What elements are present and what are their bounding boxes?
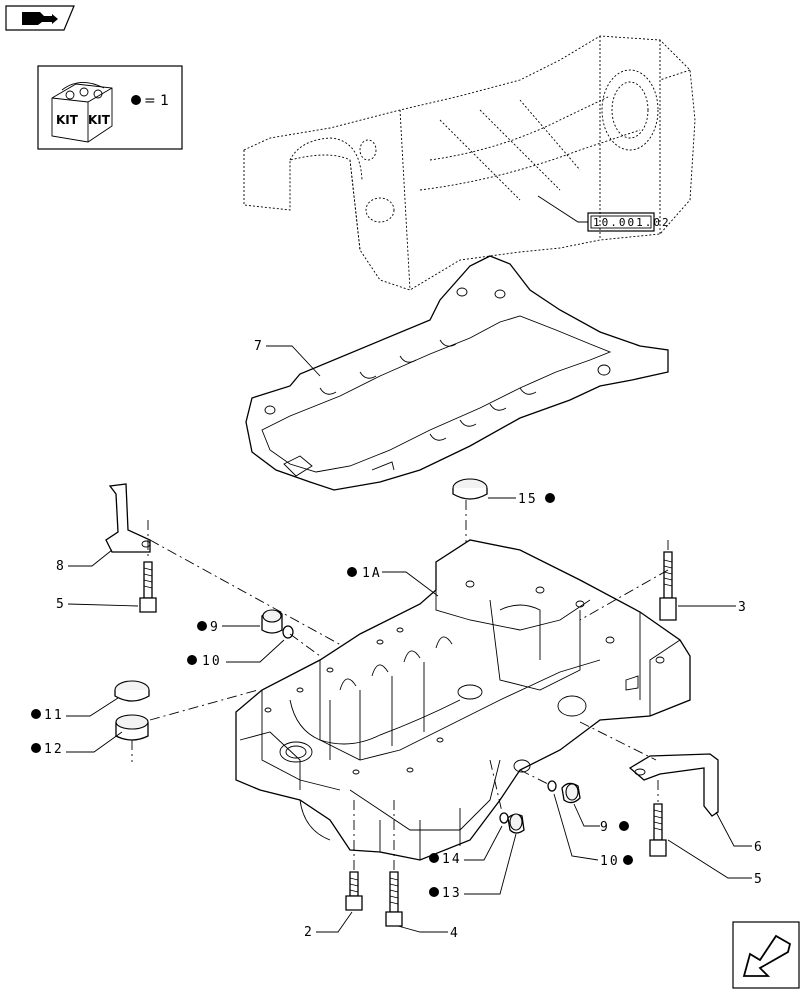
book-arrow-icon — [22, 12, 58, 25]
kit-box-icon: KIT KIT — [51, 82, 113, 143]
bolt-part-5-right — [649, 803, 667, 857]
bracket-part-8 — [105, 483, 151, 553]
kit-bullet-icon — [131, 95, 141, 105]
oil-pan-part-1A — [235, 539, 691, 861]
callout-7: 7 — [254, 339, 321, 377]
callout-10-right-label: 10 — [600, 854, 620, 869]
callout-9-right-label: 9 — [600, 820, 610, 835]
callout-7-label: 7 — [254, 339, 264, 354]
gasket-part-7 — [245, 255, 669, 491]
callout-9-left: 9 — [197, 620, 260, 635]
callout-2: 2 — [304, 911, 353, 940]
kit-label-1: KIT — [56, 113, 79, 127]
callout-14: 14 — [429, 825, 503, 867]
callout-14-label: 14 — [442, 852, 462, 867]
kit-legend: KIT KIT = 1 — [37, 65, 183, 150]
bolt-part-5-left — [139, 561, 157, 613]
callout-13-label: 13 — [442, 886, 462, 901]
callout-5-left: 5 — [56, 597, 139, 612]
callout-1A-label: 1A — [362, 566, 382, 581]
callout-3: 3 — [678, 600, 748, 615]
back-nav-tab[interactable] — [5, 5, 75, 31]
callout-5-right-label: 5 — [754, 872, 764, 887]
callout-5-right: 5 — [667, 839, 764, 887]
bolt-part-4 — [385, 871, 403, 927]
callout-9-right: 9 — [573, 803, 629, 835]
callout-8-label: 8 — [56, 559, 66, 574]
plug-part-9-right — [561, 782, 581, 804]
engine-block-phantom — [243, 35, 696, 291]
washer-part-10-right — [547, 780, 557, 792]
reference-callout: 10.001.02 — [537, 195, 671, 232]
callout-6-label: 6 — [754, 840, 764, 855]
callout-10-left-label: 10 — [202, 654, 222, 669]
plug-part-13 — [507, 813, 525, 834]
callout-11: 11 — [31, 697, 119, 723]
callout-6: 6 — [715, 811, 764, 855]
callout-10-right: 10 — [553, 793, 633, 869]
kit-label-2: KIT — [88, 113, 111, 127]
callout-1A: 1A — [347, 566, 439, 597]
plug-part-15 — [452, 478, 488, 500]
arrow-down-left-icon — [742, 934, 792, 977]
washer-part-10-left — [282, 625, 294, 639]
cap-part-11 — [114, 680, 150, 702]
callout-12: 12 — [31, 731, 123, 757]
callout-5-left-label: 5 — [56, 597, 66, 612]
callout-12-label: 12 — [44, 742, 64, 757]
callout-10-left: 10 — [187, 639, 285, 669]
callout-4-label: 4 — [450, 926, 460, 941]
bracket-part-6 — [628, 753, 719, 817]
callout-9-left-label: 9 — [210, 620, 220, 635]
callout-3-label: 3 — [738, 600, 748, 615]
sleeve-part-12 — [115, 714, 149, 741]
bolt-part-2 — [345, 871, 363, 911]
callout-4: 4 — [397, 925, 460, 941]
callout-8: 8 — [56, 549, 113, 574]
callout-11-label: 11 — [44, 708, 64, 723]
plug-part-9-left — [261, 609, 283, 634]
callout-13: 13 — [429, 833, 517, 901]
washer-part-14 — [499, 812, 509, 824]
callout-15-label: 15 — [518, 492, 538, 507]
callout-2-label: 2 — [304, 925, 314, 940]
kit-quantity: = 1 — [144, 93, 169, 109]
callout-15: 15 — [488, 492, 555, 507]
reference-code: 10.001.02 — [593, 216, 671, 229]
next-nav-button[interactable] — [732, 921, 800, 989]
bolt-part-3 — [659, 551, 677, 621]
